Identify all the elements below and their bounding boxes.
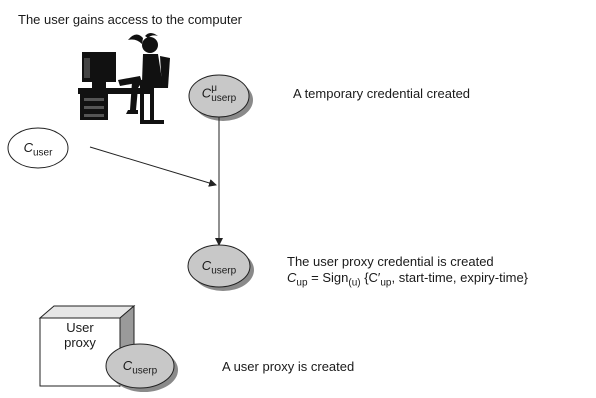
top-caption: The user gains access to the computer: [18, 12, 243, 27]
proxy-credential-label: Cuserp: [201, 258, 237, 277]
temp-credential-node: [188, 74, 253, 121]
user-proxy-label-line1: User: [66, 320, 94, 335]
temp-credential-caption: A temporary credential created: [293, 86, 471, 101]
proxy-credential-formula: Cup = Sign(u) {C′up, start-time, expiry-…: [287, 270, 529, 289]
proxy-embedded-credential-label: Cuserp: [122, 358, 158, 377]
proxy-credential-caption: The user proxy credential is created: [287, 254, 494, 269]
proxy-embedded-credential-node: [105, 343, 178, 392]
proxy-credential-node: [187, 244, 254, 291]
user-proxy-label: User proxy: [40, 320, 120, 350]
user-credential-node: [7, 127, 69, 169]
user-at-computer-icon: [78, 33, 170, 124]
user-proxy-caption: A user proxy is created: [222, 359, 355, 374]
user-credential-label: Cuser: [23, 140, 53, 159]
user-proxy-label-line2: proxy: [64, 335, 96, 350]
user-proxy-box: [38, 304, 136, 388]
sign-arrow: [89, 146, 217, 187]
